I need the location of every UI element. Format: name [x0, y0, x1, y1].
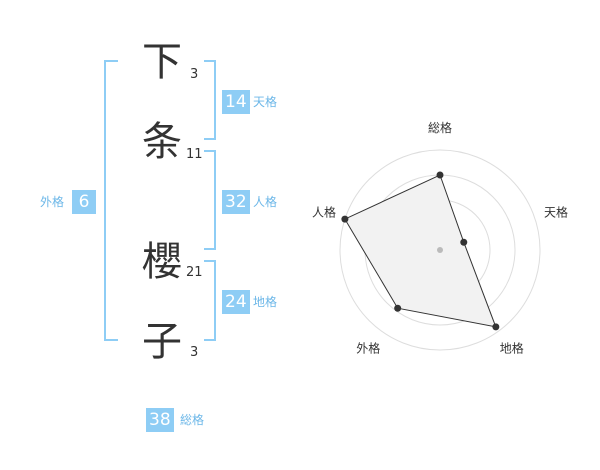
chikaku-value: 24: [222, 290, 250, 314]
char-4-strokes: 3: [190, 345, 199, 360]
char-2: 条: [142, 119, 182, 165]
char-3-strokes: 21: [186, 265, 203, 280]
radar-axis-label: 外格: [356, 341, 380, 356]
radar-axis-label: 地格: [500, 341, 524, 356]
radar-point: [341, 215, 349, 223]
radar-point: [492, 323, 500, 331]
gaikaku-value: 6: [72, 190, 96, 214]
char-2-strokes: 11: [186, 147, 203, 162]
radar-shape: [344, 174, 497, 328]
char-1-strokes: 3: [190, 67, 199, 82]
gaikaku-bracket: [104, 60, 118, 341]
tenkaku-label: 天格: [253, 95, 278, 109]
char-1: 下: [142, 39, 182, 85]
gaikaku-label: 外格: [40, 195, 65, 209]
char-3: 櫻: [142, 239, 182, 285]
char-4: 子: [142, 319, 182, 365]
radar-point: [436, 171, 444, 179]
radar-center: [437, 247, 443, 253]
radar-axis-label: 総格: [428, 120, 452, 135]
radar-point: [460, 238, 468, 246]
radar-point: [394, 304, 402, 312]
jinkaku-bracket: [204, 150, 216, 250]
tenkaku-value: 14: [222, 90, 250, 114]
jinkaku-label: 人格: [253, 195, 278, 209]
radar-axis-label: 人格: [312, 204, 336, 219]
chikaku-bracket: [204, 260, 216, 341]
jinkaku-value: 32: [222, 190, 250, 214]
soukaku-value: 38: [146, 408, 174, 432]
tenkaku-bracket: [204, 60, 216, 140]
radar-ring: [339, 149, 541, 351]
chikaku-label: 地格: [253, 295, 278, 309]
soukaku-label: 総格: [180, 413, 205, 427]
radar-axis-label: 天格: [544, 204, 568, 219]
